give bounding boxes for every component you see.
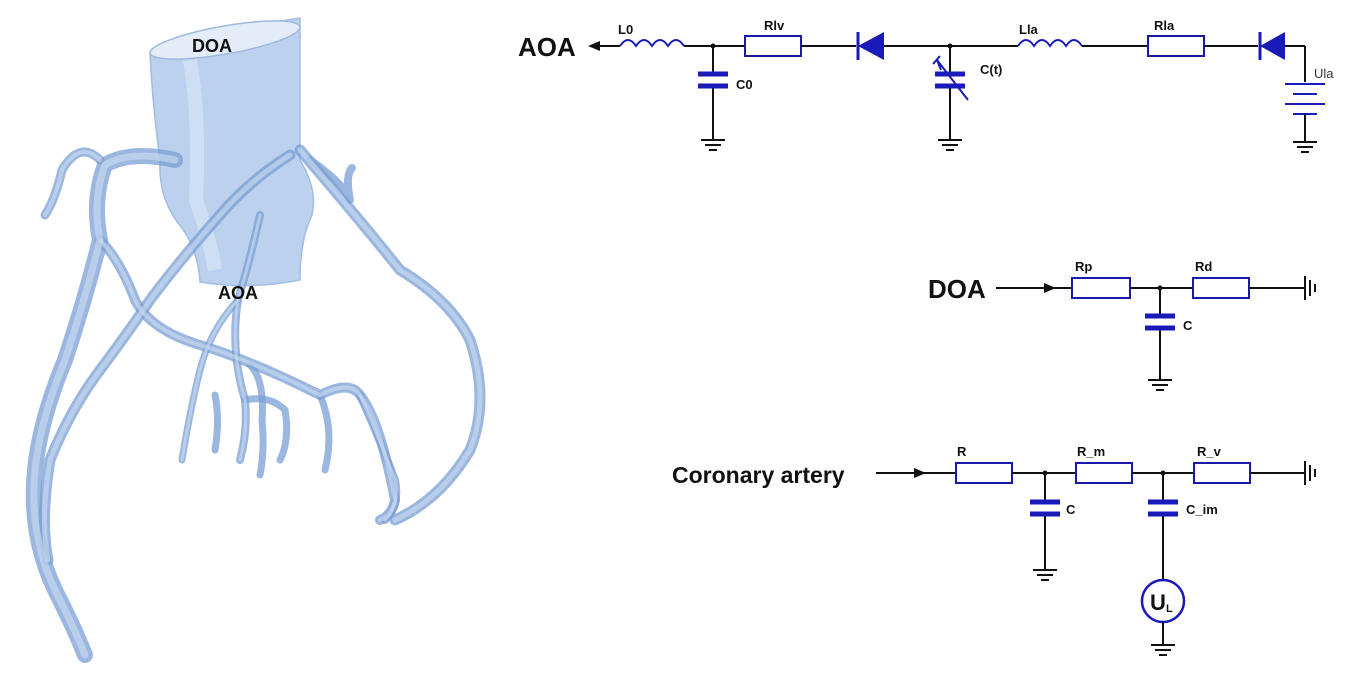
coronary-3d-model: DOA AOA — [25, 17, 486, 663]
inductor-l0 — [619, 39, 685, 48]
diode-2 — [1258, 32, 1285, 60]
label-l0: L0 — [618, 22, 633, 37]
ground-ula — [1293, 141, 1317, 153]
label-rlv: Rlv — [764, 18, 785, 33]
ground-mid-c — [1148, 379, 1172, 391]
label-ct: C(t) — [980, 62, 1002, 77]
arrow-out — [588, 41, 600, 51]
label-rp: Rp — [1075, 259, 1092, 274]
arrow-in-coronary — [914, 468, 926, 478]
label-c-im: C_im — [1186, 502, 1218, 517]
ground-bottom-end — [1304, 461, 1316, 485]
model-label-doa: DOA — [192, 36, 232, 56]
label-r-m: R_m — [1077, 444, 1105, 459]
ground-mid-end — [1304, 276, 1316, 300]
label-lla: Lla — [1019, 22, 1039, 37]
resistor-rlv — [744, 35, 802, 57]
ground-source — [1151, 644, 1175, 656]
resistor-r-v — [1193, 462, 1251, 484]
aorta-highlight — [183, 58, 222, 272]
inductor-lla — [1017, 39, 1083, 48]
arrow-in — [1044, 283, 1056, 293]
terminal-doa: DOA — [928, 274, 986, 304]
resistor-r-m — [1075, 462, 1133, 484]
resistor-rd — [1192, 277, 1250, 299]
resistor-rp — [1071, 277, 1131, 299]
source-sub: L — [1166, 603, 1173, 615]
label-c-bottom: C — [1066, 502, 1076, 517]
voltage-source-ul: U L — [1140, 578, 1186, 624]
resistor-r — [955, 462, 1013, 484]
label-r: R — [957, 444, 967, 459]
label-c0: C0 — [736, 77, 753, 92]
label-r-v: R_v — [1197, 444, 1222, 459]
label-ula: Ula — [1314, 66, 1334, 81]
ground-c0 — [701, 139, 725, 151]
ground-bottom-c — [1033, 569, 1057, 581]
label-rla: Rla — [1154, 18, 1175, 33]
circuit-coronary: Coronary artery R C R_m C_im U L — [672, 444, 1316, 656]
label-rd: Rd — [1195, 259, 1212, 274]
resistor-rla — [1147, 35, 1205, 57]
circuit-doa: DOA Rp C Rd — [928, 259, 1316, 391]
diode-1 — [856, 32, 884, 60]
circuit-ventricle: AOA L0 C0 Rlv — [518, 18, 1334, 153]
model-label-aoa: AOA — [218, 283, 258, 303]
terminal-aoa: AOA — [518, 32, 576, 62]
source-main: U — [1150, 590, 1166, 615]
label-c-mid: C — [1183, 318, 1193, 333]
coronary-vessels — [25, 144, 486, 663]
ground-ct — [938, 139, 962, 151]
aorta-top-opening — [149, 20, 301, 60]
terminal-coronary: Coronary artery — [672, 462, 845, 488]
battery-ula — [1285, 83, 1325, 115]
